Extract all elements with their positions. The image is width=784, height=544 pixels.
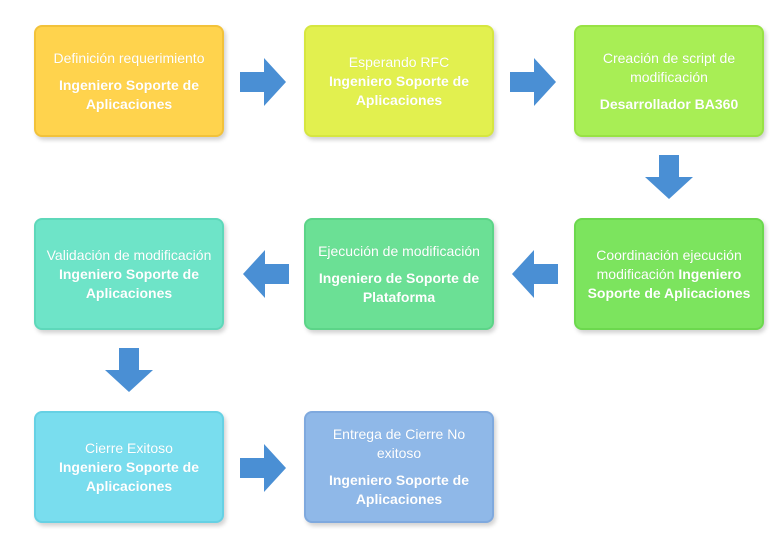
step-title-role: Validación de modificación Ingeniero Sop… <box>44 246 214 303</box>
step-role: Desarrollador BA360 <box>599 95 739 112</box>
arrow-right-icon <box>240 58 286 106</box>
step-title: Coordinación ejecución modificación <box>596 246 742 282</box>
step-title: Validación de modificación <box>46 246 212 263</box>
step-esperando-rfc: Esperando RFC Ingeniero Soporte de Aplic… <box>304 25 494 137</box>
step-title: Entrega de Cierre No exitoso <box>332 426 466 461</box>
step-title: Ejecución de modificación <box>318 242 480 259</box>
step-definicion-requerimiento: Definición requerimiento Ingeniero Sopor… <box>34 25 224 137</box>
step-role: Ingeniero Soporte de Aplicaciones <box>328 472 469 507</box>
arrow-right-icon <box>510 58 556 106</box>
arrow-left-icon <box>512 250 558 298</box>
step-title: Creación de script de modificación <box>602 49 736 85</box>
step-title: Esperando RFC <box>348 53 450 70</box>
step-cierre-exitoso: Cierre Exitoso Ingeniero Soporte de Apli… <box>34 411 224 523</box>
step-validacion-modificacion: Validación de modificación Ingeniero Sop… <box>34 218 224 330</box>
step-role: Ingeniero Soporte de Aplicaciones <box>58 76 199 112</box>
step-role: Ingeniero de Soporte de Plataforma <box>318 269 480 305</box>
step-creacion-script: Creación de script de modificación Desar… <box>574 25 764 137</box>
arrow-down-icon <box>645 155 693 199</box>
step-title-role: Coordinación ejecución modificación Inge… <box>584 246 754 303</box>
step-role: Ingeniero Soporte de Aplicaciones <box>328 72 469 108</box>
step-title: Definición requerimiento <box>53 49 205 66</box>
step-entrega-cierre-no-exitoso: Entrega de Cierre No exitoso Ingeniero S… <box>304 411 494 523</box>
step-title: Cierre Exitoso <box>85 439 173 456</box>
step-coordinacion-ejecucion: Coordinación ejecución modificación Inge… <box>574 218 764 330</box>
step-role: Ingeniero Soporte de Aplicaciones <box>58 458 199 494</box>
step-role: Ingeniero Soporte de Aplicaciones <box>58 265 199 301</box>
arrow-right-icon <box>240 444 286 492</box>
arrow-down-icon <box>105 348 153 392</box>
arrow-left-icon <box>243 250 289 298</box>
step-ejecucion-modificacion: Ejecución de modificación Ingeniero de S… <box>304 218 494 330</box>
step-role: Ingeniero Soporte de Aplicaciones <box>587 265 751 301</box>
